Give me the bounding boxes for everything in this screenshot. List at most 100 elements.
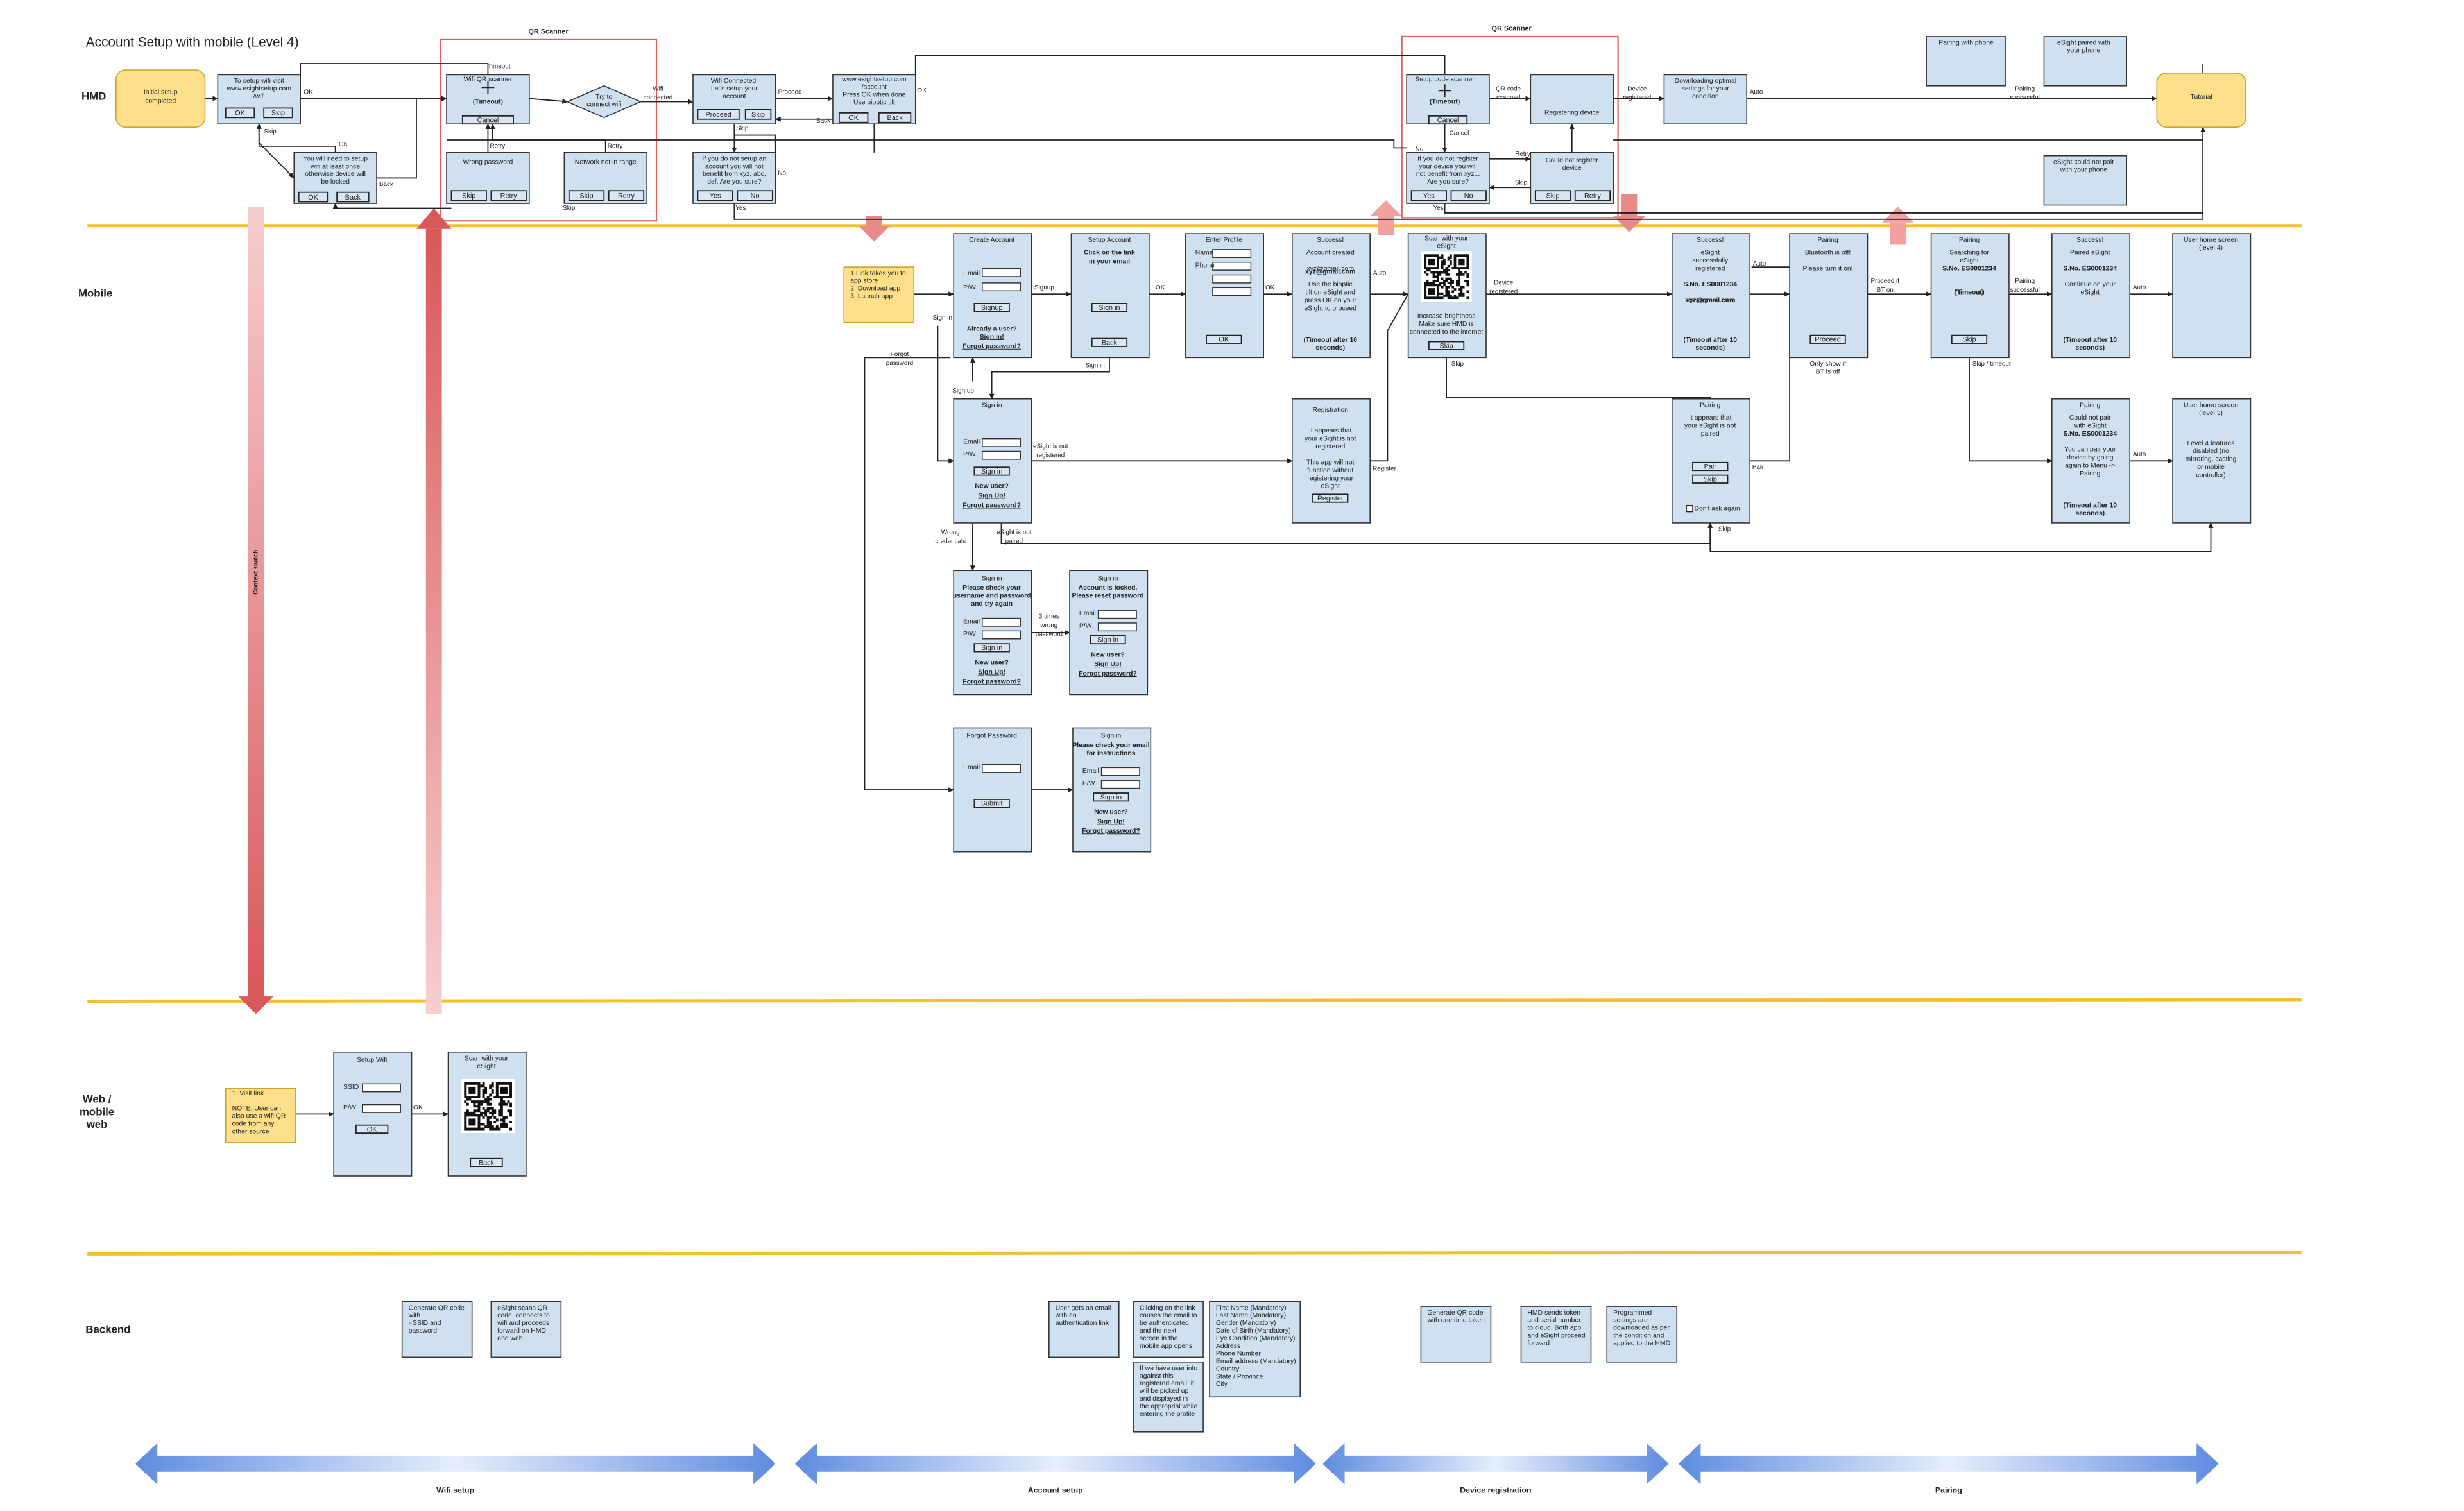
qr-module — [477, 1084, 481, 1088]
qr-module — [486, 1102, 490, 1106]
qr-module — [1432, 288, 1435, 291]
label: Increase brightness — [1417, 313, 1476, 320]
label: Pair — [1752, 464, 1764, 471]
button — [973, 303, 1010, 312]
qr-module — [477, 1086, 481, 1089]
qr-module — [1458, 258, 1460, 261]
qr-module — [1445, 267, 1448, 269]
qr-module — [1445, 273, 1448, 276]
input-field — [982, 268, 1021, 277]
qr-module — [1428, 258, 1431, 261]
label: Skip — [736, 125, 749, 132]
lane-arrow — [858, 225, 891, 242]
label: and web — [497, 1335, 523, 1342]
qr-module — [504, 1102, 508, 1106]
qr-module — [482, 1082, 485, 1085]
qr-module — [1437, 267, 1439, 269]
qr-module — [1443, 269, 1446, 272]
initial-setup-label: completed — [145, 98, 176, 105]
label: No — [1416, 146, 1424, 153]
input-field — [982, 282, 1021, 292]
qr-module — [1466, 267, 1469, 269]
backend-esight-scan-note — [490, 1301, 562, 1358]
qr-module — [477, 1127, 481, 1131]
qr-module — [504, 1082, 508, 1085]
label: Signup — [1034, 284, 1054, 291]
qr-module — [1441, 296, 1444, 300]
label: Scan with your — [465, 1055, 509, 1062]
qr-module — [500, 1109, 503, 1113]
qr-module — [482, 1089, 485, 1092]
qr-module — [484, 1091, 488, 1094]
qr-module — [466, 1109, 469, 1113]
button — [355, 1124, 389, 1134]
skip-button-label: Skip — [751, 111, 765, 119]
connector — [332, 203, 452, 209]
qr-module — [1443, 271, 1446, 274]
qr-module — [500, 1118, 503, 1122]
qr-module — [468, 1123, 472, 1126]
pairing-bluetooth-screen — [1789, 233, 1869, 359]
label: Could not pair — [2069, 414, 2111, 422]
qr-module — [491, 1127, 494, 1131]
qr-module — [1450, 256, 1452, 259]
proceed-button — [697, 109, 740, 120]
qr-module — [470, 1096, 474, 1099]
label: scanned — [1496, 94, 1520, 101]
label: Email — [963, 270, 980, 277]
qr-module — [1432, 260, 1435, 263]
button — [1090, 635, 1126, 645]
qr-module — [1424, 288, 1427, 291]
qr-module — [468, 1086, 472, 1089]
label: P/W — [343, 1104, 356, 1111]
qr-module — [473, 1091, 476, 1094]
qr-module — [482, 1100, 485, 1104]
qr-module — [1434, 296, 1437, 300]
button-label: Signup — [981, 304, 1003, 312]
label: paired — [1005, 538, 1023, 545]
label: Level 4 features — [2187, 440, 2235, 447]
ok-button-label: OK — [235, 109, 245, 117]
phase-arrow — [135, 1443, 776, 1485]
connector — [1000, 522, 1713, 545]
success-paired-screen — [2051, 233, 2130, 359]
label: If we have user info — [1140, 1365, 1197, 1372]
label: Try to — [595, 94, 612, 101]
label: Yes — [1433, 205, 1444, 212]
skip-button-label: Skip — [271, 109, 285, 117]
qr-module — [1441, 264, 1444, 268]
qr-module — [1443, 262, 1446, 266]
label: def. Are you sure? — [707, 178, 762, 185]
cancel-button — [461, 115, 514, 125]
label: eSight — [1437, 243, 1456, 250]
qr-module — [1453, 296, 1457, 300]
qr-module — [1434, 254, 1437, 257]
label: Forgot password? — [963, 502, 1021, 509]
qr-module — [493, 1116, 497, 1119]
label: OK — [413, 1104, 423, 1111]
crosshair-icon — [1438, 84, 1451, 98]
label: will be picked up — [1139, 1388, 1188, 1395]
label: (Timeout after 10 — [1303, 337, 1357, 344]
label: successful — [2010, 94, 2040, 101]
label: for instructions — [1086, 750, 1135, 757]
qr-module — [1424, 271, 1427, 274]
label: Wrong — [941, 529, 960, 536]
qr-module — [477, 1118, 481, 1122]
button — [1428, 341, 1465, 350]
retry-button-label: Retry — [618, 192, 635, 200]
qr-module — [484, 1089, 488, 1092]
qr-module — [498, 1114, 501, 1117]
sign-in-locked-screen — [1069, 570, 1149, 696]
label: www.esightsetup.com — [227, 85, 292, 92]
label: eSight — [1321, 483, 1340, 490]
label: Pairing — [2015, 85, 2035, 92]
qr-module — [495, 1093, 499, 1097]
qr-module — [495, 1096, 499, 1099]
qr-module — [473, 1082, 476, 1085]
connector — [937, 325, 955, 464]
lane-web: web — [86, 1118, 108, 1131]
qr-module — [509, 1109, 512, 1113]
label: User home screen — [2184, 402, 2238, 409]
proceed-button-label: Proceed — [705, 111, 732, 119]
